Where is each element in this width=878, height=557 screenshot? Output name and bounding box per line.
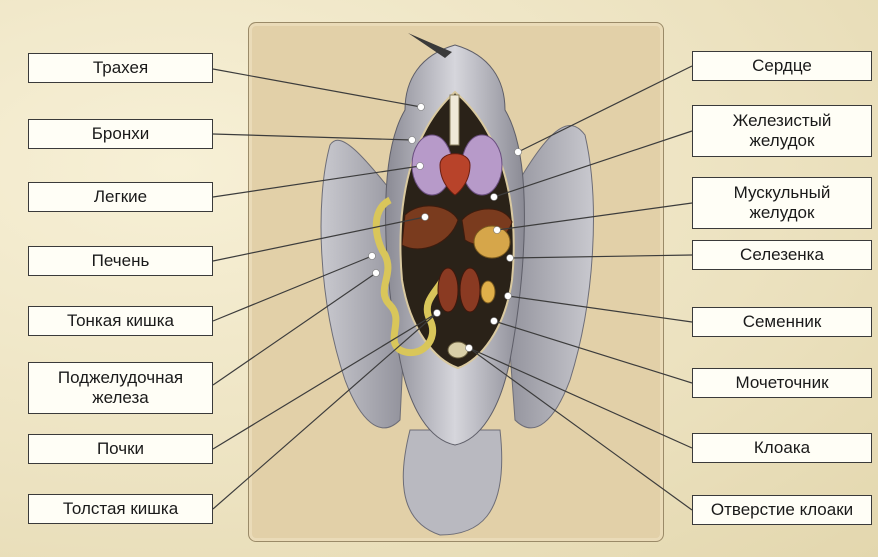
label-testis: Семенник: [692, 307, 872, 337]
label-heart: Сердце: [692, 51, 872, 81]
label-liver: Печень: [28, 246, 213, 276]
label-lungs: Легкие: [28, 182, 213, 212]
label-kidneys: Почки: [28, 434, 213, 464]
label-spleen: Селезенка: [692, 240, 872, 270]
label-cloaca: Клоака: [692, 433, 872, 463]
label-bronchi: Бронхи: [28, 119, 213, 149]
cloaca-organ: [448, 342, 468, 358]
label-small-intestine: Тонкая кишка: [28, 306, 213, 336]
label-cloaca-opening: Отверстие клоаки: [692, 495, 872, 525]
kidney-left: [438, 268, 458, 312]
label-ureter: Мочеточник: [692, 368, 872, 398]
label-pancreas: Поджелудочная железа: [28, 362, 213, 414]
label-trachea: Трахея: [28, 53, 213, 83]
kidney-right: [460, 268, 480, 312]
label-muscular-stomach: Мускульный желудок: [692, 177, 872, 229]
gizzard-organ: [474, 226, 510, 258]
testis-organ: [481, 281, 495, 303]
trachea-organ: [450, 95, 459, 145]
beak: [408, 33, 452, 58]
tail: [403, 430, 502, 535]
label-large-intestine: Толстая кишка: [28, 494, 213, 524]
label-glandular-stomach: Железистый желудок: [692, 105, 872, 157]
